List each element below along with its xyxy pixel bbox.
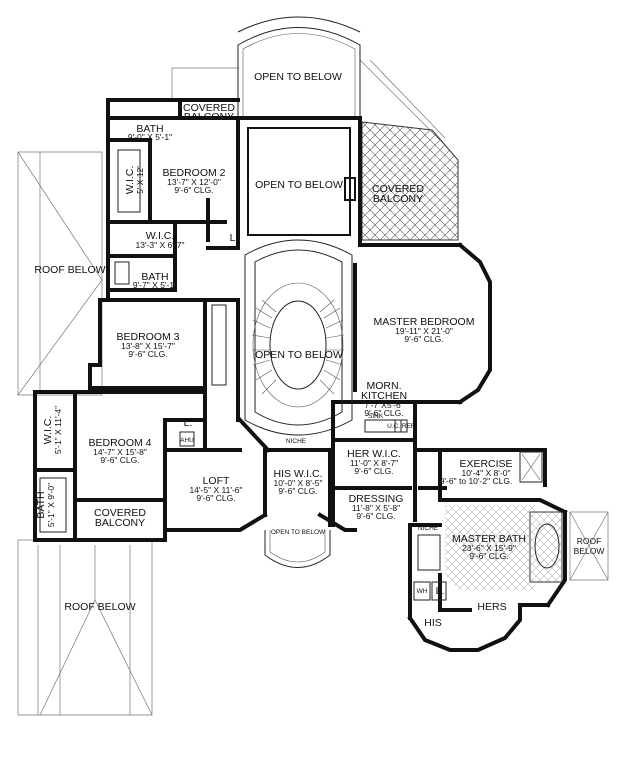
label-master-bedroom: MASTER BEDROOM bbox=[374, 316, 475, 328]
label-his-wic: HIS W.I.C. bbox=[273, 468, 322, 480]
label-master-bath-dim: 23'-6" X 15'-9" bbox=[462, 543, 516, 553]
label-wic-2-dim: 13'-3" X 6'-7" bbox=[136, 240, 185, 250]
label-covered-balcony-top-2: BALCONY bbox=[184, 111, 234, 123]
label-bath-3: BATH bbox=[35, 491, 47, 518]
walls bbox=[33, 98, 568, 652]
label-his-wic-dim: 10'-0" X 8'-5" bbox=[274, 478, 323, 488]
label-master-bath-clg: 9'-6" CLG. bbox=[469, 551, 508, 561]
label-morn-kitchen-clg: 9'-6" CLG. bbox=[364, 408, 403, 418]
label-dressing-dim: 11'-8" X 5'-8" bbox=[352, 503, 400, 513]
label-loft: LOFT bbox=[203, 475, 230, 487]
label-bedroom-3-dim: 13'-8" X 15'-7" bbox=[121, 341, 175, 351]
rotunda bbox=[211, 239, 353, 436]
label-open-to-below-mid: OPEN TO BELOW bbox=[255, 179, 343, 191]
top-bay bbox=[237, 16, 361, 118]
label-dressing-clg: 9'-6" CLG. bbox=[356, 511, 395, 521]
label-bath-2-dim: 9'-7" X 5'-1" bbox=[133, 280, 177, 290]
label-master-bedroom-clg: 9'-6" CLG. bbox=[404, 334, 443, 344]
label-wic-2: W.I.C. bbox=[146, 230, 175, 242]
label-uc-ref: U.C. REF bbox=[387, 423, 415, 430]
label-niche-1: NICHE bbox=[286, 438, 307, 445]
label-wh: WH bbox=[417, 588, 428, 595]
room-labels: OPEN TO BELOW COVERED BALCONY BATH 9'-0"… bbox=[34, 71, 604, 629]
label-his: HIS bbox=[424, 617, 442, 629]
label-bedroom-2-clg: 9'-6" CLG. bbox=[174, 185, 213, 195]
bottom-bay bbox=[264, 530, 331, 568]
label-roof-below-right-1: ROOF bbox=[577, 536, 602, 546]
label-master-bedroom-dim: 19'-11" X 21'-0" bbox=[395, 326, 453, 336]
label-sink: SINK bbox=[368, 413, 384, 420]
label-covered-balcony-bottom-1: COVERED bbox=[94, 507, 146, 519]
label-bedroom-4-dim: 14'-7" X 15'-8" bbox=[93, 447, 147, 457]
label-wic-1: W.I.C. bbox=[124, 166, 136, 195]
label-exercise-dim: 10'-4" X 8'-0" bbox=[462, 468, 511, 478]
label-her-wic: HER W.I.C. bbox=[347, 448, 401, 460]
label-linen-2: L. bbox=[184, 417, 193, 429]
label-loft-clg: 9'-6" CLG. bbox=[196, 493, 235, 503]
label-bath-2: BATH bbox=[141, 271, 168, 283]
label-bedroom-2-dim: 13'-7" X 12'-0" bbox=[167, 177, 221, 187]
label-her-wic-clg: 9'-6" CLG. bbox=[354, 466, 393, 476]
covered-balcony-right bbox=[361, 121, 459, 241]
label-open-to-below-bottom: OPEN TO BELOW bbox=[271, 529, 326, 536]
label-linen-1: L. bbox=[230, 232, 239, 244]
label-linen-3: L. bbox=[436, 585, 445, 597]
label-exercise: EXERCISE bbox=[459, 458, 512, 470]
label-roof-below-left: ROOF BELOW bbox=[34, 264, 105, 276]
label-bath-1-dim: 9'-0" X 5'-1" bbox=[128, 132, 172, 142]
label-covered-balcony-top-1: COVERED bbox=[183, 102, 235, 114]
label-bath-3-dim: 5'-1" X 9'-0" bbox=[46, 483, 56, 527]
label-master-bath: MASTER BATH bbox=[452, 533, 526, 545]
label-morn-kitchen-dim: 7'-7"X5'-6" bbox=[364, 400, 404, 410]
label-roof-below-right-2: BELOW bbox=[574, 546, 605, 556]
label-ahu: AHU bbox=[180, 437, 194, 444]
label-wic-3-dim: 5'-1" X 11'-4" bbox=[53, 406, 63, 454]
label-niche-2: NICHE bbox=[418, 525, 439, 532]
label-morn-kitchen-2: KITCHEN bbox=[361, 390, 407, 402]
label-bedroom-3-clg: 9'-6" CLG. bbox=[128, 349, 167, 359]
label-bedroom-2: BEDROOM 2 bbox=[162, 167, 225, 179]
label-wic-1-dim: 5' X 12' bbox=[135, 166, 145, 194]
label-her-wic-dim: 11'-0" X 8'-7" bbox=[350, 458, 398, 468]
label-covered-balcony-right-2: BALCONY bbox=[373, 193, 423, 205]
label-dressing: DRESSING bbox=[349, 493, 404, 505]
label-hers: HERS bbox=[477, 601, 506, 613]
label-exercise-clg: 9'-6" to 10'-2" CLG. bbox=[440, 476, 513, 486]
label-covered-balcony-right-1: COVERED bbox=[372, 183, 424, 195]
label-loft-dim: 14'-5" X 11'-6" bbox=[189, 485, 242, 495]
label-bedroom-3: BEDROOM 3 bbox=[116, 331, 179, 343]
label-morn-kitchen-1: MORN. bbox=[367, 380, 402, 392]
label-wic-3: W.I.C. bbox=[42, 416, 54, 445]
label-covered-balcony-bottom-2: BALCONY bbox=[95, 517, 145, 529]
label-bath-1: BATH bbox=[136, 123, 163, 135]
label-roof-below-bottom: ROOF BELOW bbox=[64, 601, 135, 613]
label-his-wic-clg: 9'-6" CLG. bbox=[278, 486, 317, 496]
fixtures bbox=[39, 149, 563, 601]
label-open-to-below-stair: OPEN TO BELOW bbox=[255, 349, 343, 361]
label-bedroom-4-clg: 9'-6" CLG. bbox=[100, 455, 139, 465]
label-bedroom-4: BEDROOM 4 bbox=[88, 437, 151, 449]
label-open-to-below-top: OPEN TO BELOW bbox=[254, 71, 342, 83]
